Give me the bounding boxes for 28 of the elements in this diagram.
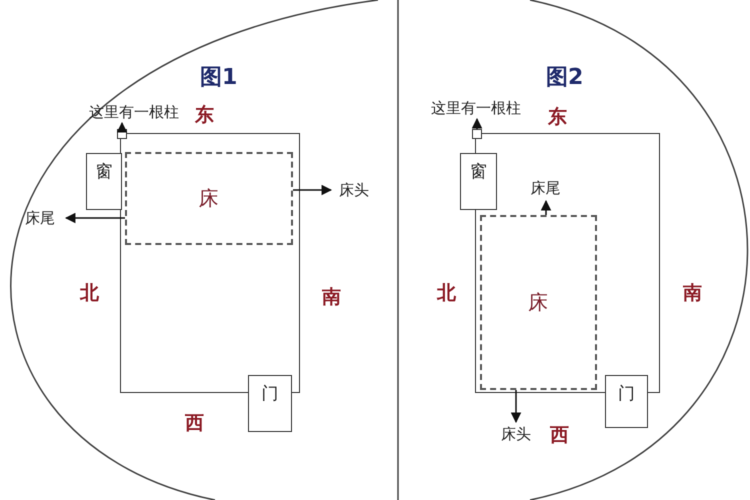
- arrow: [472, 118, 482, 129]
- direction-label: 东: [548, 105, 567, 130]
- callout-text: 床头: [331, 178, 377, 202]
- callout-text: 床尾: [520, 176, 572, 200]
- bed-outline: 床: [480, 214, 596, 390]
- callout-text: 床头: [490, 422, 542, 446]
- arrow: [64, 212, 125, 224]
- callout-text: 这里有一根柱: [418, 97, 534, 119]
- figure-title: 图2: [546, 64, 584, 92]
- arrow: [293, 184, 332, 196]
- direction-label: 西: [185, 411, 204, 436]
- door-symbol: 门: [605, 375, 648, 428]
- callout-text: 床尾: [14, 206, 66, 230]
- direction-label: 南: [683, 281, 702, 306]
- arrow: [116, 122, 128, 132]
- direction-label: 东: [195, 103, 214, 128]
- bed-outline: 床: [124, 152, 292, 244]
- direction-label: 北: [80, 281, 99, 306]
- window-symbol: 窗: [86, 153, 122, 210]
- window-symbol: 窗: [460, 153, 497, 210]
- direction-label: 西: [550, 423, 569, 448]
- arrow: [510, 390, 522, 424]
- arrow: [540, 200, 552, 215]
- door-symbol: 门: [248, 375, 292, 432]
- direction-label: 南: [322, 285, 341, 310]
- figure-title: 图1: [200, 64, 238, 92]
- direction-label: 北: [437, 281, 456, 306]
- pillar-marker: [472, 129, 482, 139]
